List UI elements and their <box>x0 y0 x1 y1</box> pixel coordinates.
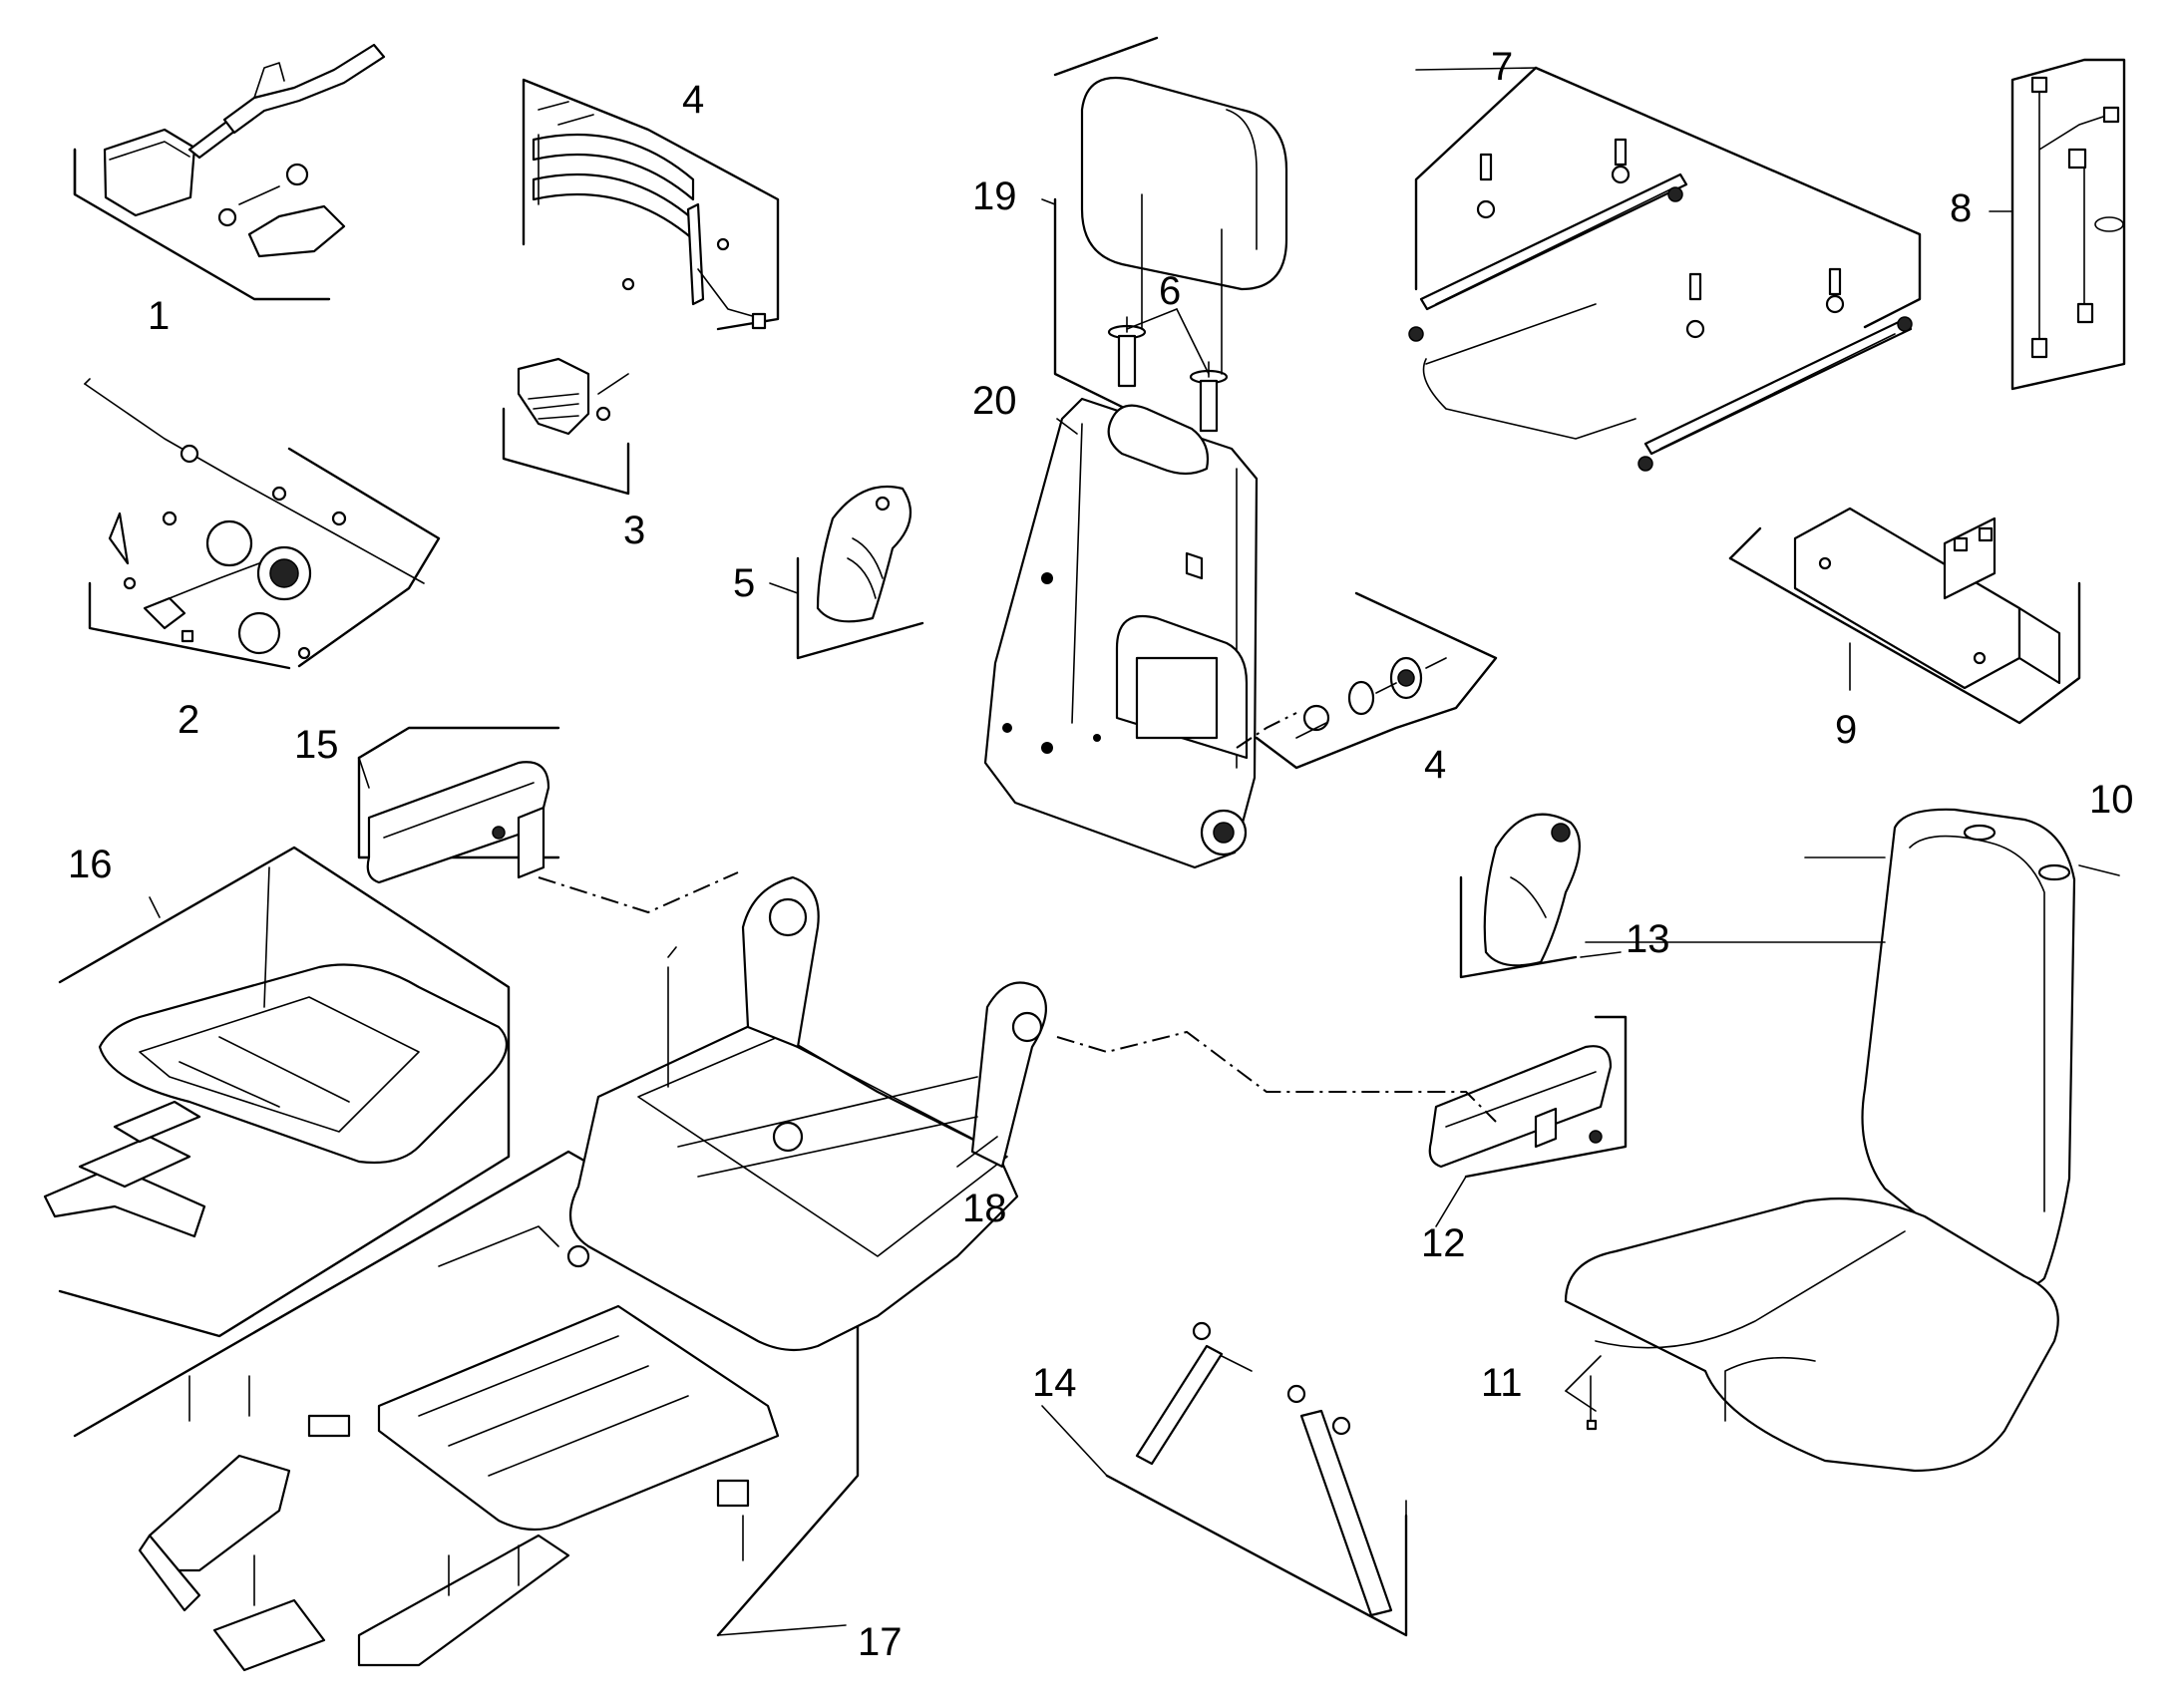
callout-14: 14 <box>1032 1361 1077 1405</box>
callout-15: 15 <box>294 723 339 767</box>
part-group-14-stay-brackets <box>1105 1321 1408 1637</box>
part-group-4-recliner-knob <box>1255 591 1498 770</box>
callout-4-lumbar: 4 <box>682 78 704 122</box>
callout-leaders <box>149 67 2013 1636</box>
part-group-15-armrest-left <box>357 726 560 884</box>
part-group-12-armrest-right <box>1428 1015 1628 1179</box>
part-group-5-side-cover-left <box>796 485 924 660</box>
part-group-8-wire-harness <box>2010 58 2126 391</box>
callout-6: 6 <box>1159 269 1181 313</box>
part-group-4-lumbar-support <box>522 78 780 331</box>
callout-11: 11 <box>1481 1361 1523 1405</box>
callout-9: 9 <box>1835 708 1857 752</box>
part-group-17-seat-pan <box>73 1150 860 1672</box>
callout-17: 17 <box>858 1620 903 1664</box>
callout-12: 12 <box>1421 1221 1466 1265</box>
callout-5: 5 <box>733 561 755 605</box>
callout-10: 10 <box>2089 778 2134 822</box>
part-group-20-seatback-frame <box>983 397 1297 869</box>
callout-13: 13 <box>1626 917 1670 961</box>
callout-19: 19 <box>972 174 1017 218</box>
part-group-1-seat-belt <box>73 43 386 301</box>
part-group-7-seat-slides <box>1408 66 1922 472</box>
callout-1: 1 <box>148 294 170 338</box>
callout-3: 3 <box>623 509 645 552</box>
part-group-16-seat-pan-cover <box>43 846 511 1338</box>
part-group-3-lumbar-knob <box>502 357 630 496</box>
callout-18: 18 <box>962 1187 1007 1230</box>
part-group-13-side-cover-right <box>1459 813 1581 979</box>
part-group-9-bracket <box>1728 507 2081 725</box>
part-group-11-seat-cushion <box>1564 1197 2059 1473</box>
callout-16: 16 <box>68 843 113 886</box>
part-group-6-headrest-guides <box>1107 316 1229 433</box>
callout-8: 8 <box>1950 186 1972 230</box>
part-group-18-seat-frame <box>538 871 1497 1352</box>
callout-7: 7 <box>1491 45 1513 89</box>
part-group-19-headrest <box>1053 36 1288 441</box>
part-group-10-seatback-cushion <box>1861 808 2120 1288</box>
part-group-2-recliner-mechanism <box>84 378 441 670</box>
callout-2: 2 <box>178 698 199 742</box>
callout-4-recliner: 4 <box>1424 743 1446 787</box>
callout-20: 20 <box>972 379 1017 423</box>
callout-numbers: 1 2 3 4 4 5 6 7 8 9 10 11 12 13 14 15 16… <box>68 45 2134 1664</box>
